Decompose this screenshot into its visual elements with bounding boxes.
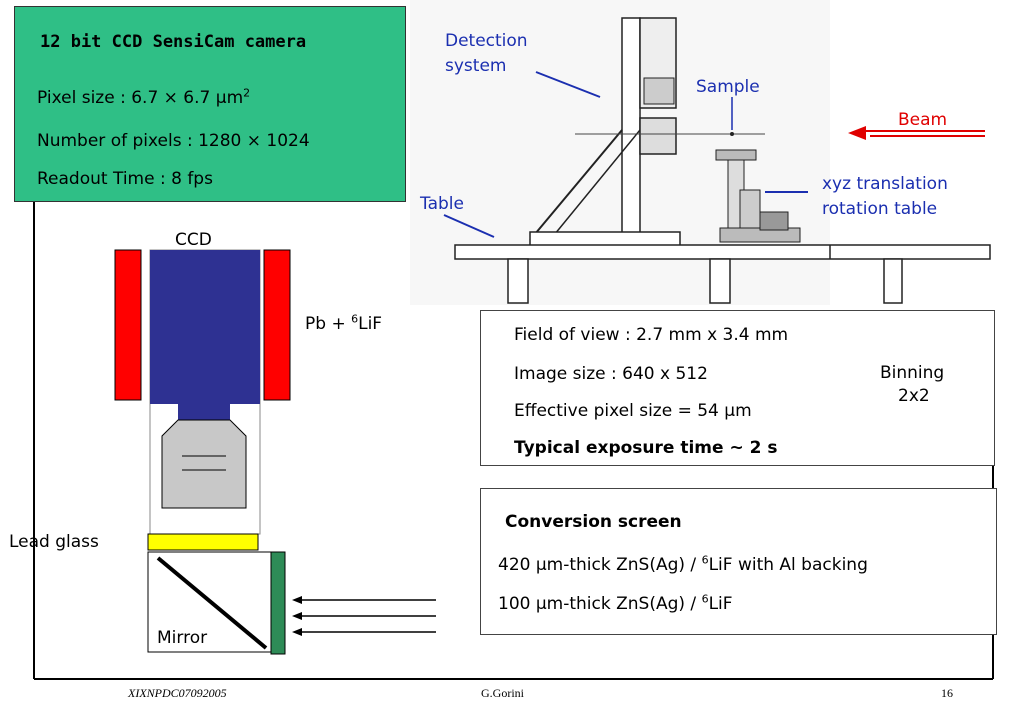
pixel-size-value: Pixel size : 6.7 × 6.7 μm bbox=[37, 88, 244, 108]
num-pixels-text: Number of pixels : 1280 × 1024 bbox=[37, 131, 310, 151]
conversion-line-1: 420 μm-thick ZnS(Ag) / 6LiF with Al back… bbox=[498, 553, 868, 575]
label-lead-glass: Lead glass bbox=[9, 532, 99, 552]
label-pb-lif: Pb + 6LiF bbox=[305, 312, 383, 334]
exposure-text: Typical exposure time ~ 2 s bbox=[514, 438, 778, 458]
label-xyz-2: rotation table bbox=[822, 199, 938, 219]
conversion-box bbox=[480, 488, 997, 635]
conv1-suffix: LiF with Al backing bbox=[708, 555, 868, 575]
apparatus-photo bbox=[410, 0, 830, 305]
binning-value: 2x2 bbox=[898, 386, 930, 406]
pixel-size-text: Pixel size : 6.7 × 6.7 μm2 bbox=[37, 86, 251, 108]
binning-text: Binning bbox=[880, 363, 945, 383]
image-size-text: Image size : 640 x 512 bbox=[514, 364, 708, 384]
pixel-size-exponent: 2 bbox=[243, 86, 251, 100]
detector-schematic bbox=[114, 249, 291, 655]
incoming-arrows bbox=[292, 596, 436, 636]
conv1-prefix: 420 μm-thick ZnS(Ag) / bbox=[498, 555, 702, 575]
conv2-superscript: 6 bbox=[701, 592, 709, 606]
pb-superscript: 6 bbox=[351, 312, 359, 326]
pb-suffix: LiF bbox=[358, 314, 383, 334]
fov-text: Field of view : 2.7 mm x 3.4 mm bbox=[514, 325, 789, 345]
label-beam: Beam bbox=[898, 110, 948, 130]
conv2-suffix: LiF bbox=[708, 594, 733, 614]
label-xyz-1: xyz translation bbox=[822, 174, 948, 194]
footer-left: XIXNPDC07092005 bbox=[128, 686, 227, 700]
table-extension bbox=[830, 244, 991, 304]
pb-prefix: Pb + bbox=[305, 314, 352, 334]
label-detection: Detection bbox=[445, 31, 528, 51]
label-system: system bbox=[445, 56, 507, 76]
conv1-superscript: 6 bbox=[701, 553, 709, 567]
effective-pixel-text: Effective pixel size = 54 μm bbox=[514, 401, 752, 421]
label-mirror: Mirror bbox=[157, 628, 208, 648]
label-ccd: CCD bbox=[175, 230, 212, 250]
readout-text: Readout Time : 8 fps bbox=[37, 169, 213, 189]
conv2-prefix: 100 μm-thick ZnS(Ag) / bbox=[498, 594, 702, 614]
label-table: Table bbox=[420, 194, 464, 214]
footer-center: G.Gorini bbox=[481, 686, 524, 700]
camera-info-box bbox=[14, 6, 406, 202]
fov-box bbox=[480, 310, 995, 466]
camera-title: 12 bit CCD SensiCam camera bbox=[40, 32, 307, 52]
conversion-line-2: 100 μm-thick ZnS(Ag) / 6LiF bbox=[498, 592, 733, 614]
label-sample: Sample bbox=[696, 77, 760, 97]
footer-page-number: 16 bbox=[941, 686, 953, 700]
conversion-title: Conversion screen bbox=[505, 512, 682, 532]
